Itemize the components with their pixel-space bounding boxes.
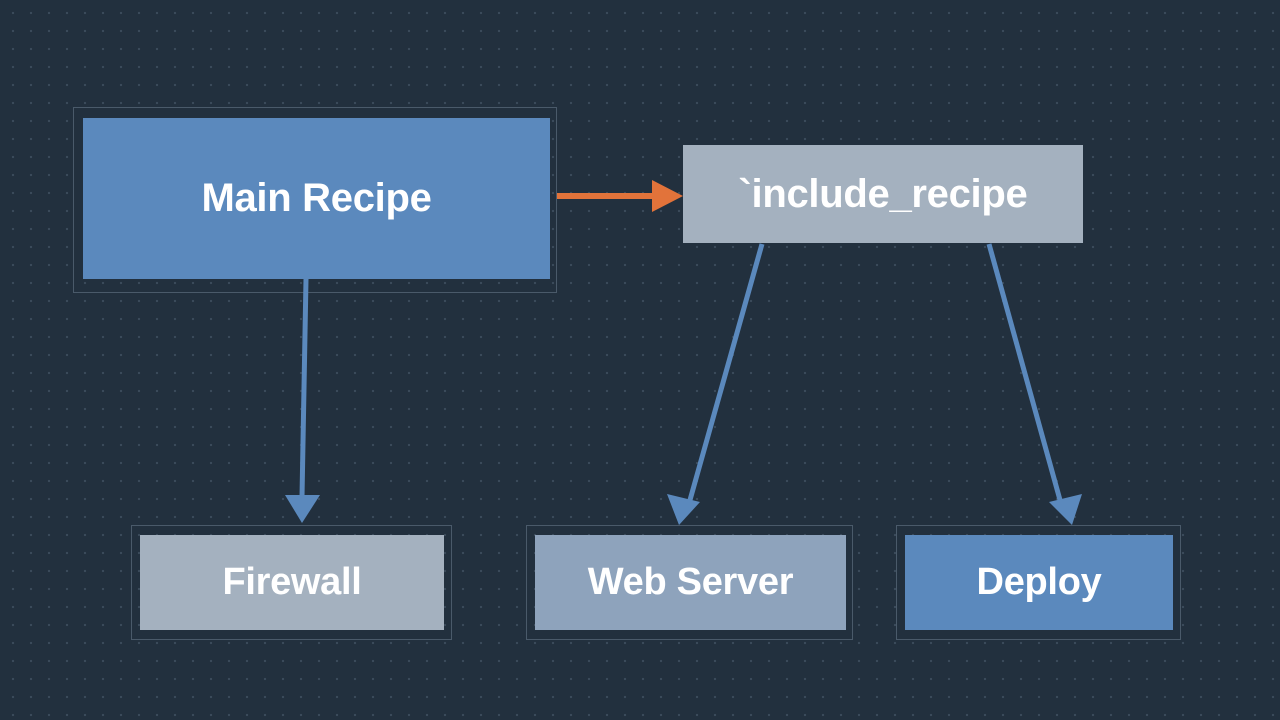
edge-include-to-web-server-arrowhead (667, 494, 700, 525)
deploy-node[interactable]: Deploy (905, 535, 1173, 630)
edge-main-to-firewall (285, 278, 320, 523)
edge-main-to-firewall-arrowhead (285, 495, 320, 523)
edge-main-to-include (557, 180, 683, 212)
edge-include-to-deploy (986, 243, 1082, 525)
main-recipe-frame (73, 107, 557, 293)
web-server-label: Web Server (587, 561, 794, 603)
web-server-node[interactable]: Web Server (535, 535, 846, 630)
edge-include-to-web-server-line (687, 243, 765, 501)
edge-main-to-include-arrowhead (652, 180, 683, 212)
firewall-node[interactable]: Firewall (140, 535, 444, 630)
firewall-label: Firewall (222, 561, 362, 603)
edge-main-to-firewall-line (299, 278, 309, 498)
deploy-label: Deploy (976, 561, 1102, 603)
main-recipe-label: Main Recipe (201, 176, 432, 220)
edge-include-to-deploy-line (986, 243, 1063, 501)
edge-include-to-deploy-arrowhead (1049, 494, 1082, 525)
web-server-frame (526, 525, 853, 640)
firewall-frame (131, 525, 452, 640)
deploy-frame (896, 525, 1181, 640)
include-recipe-label: `include_recipe (738, 171, 1028, 216)
main-recipe-node[interactable]: Main Recipe (83, 118, 550, 279)
edge-include-to-web-server (667, 243, 765, 525)
include-recipe-node[interactable]: `include_recipe (683, 145, 1083, 243)
